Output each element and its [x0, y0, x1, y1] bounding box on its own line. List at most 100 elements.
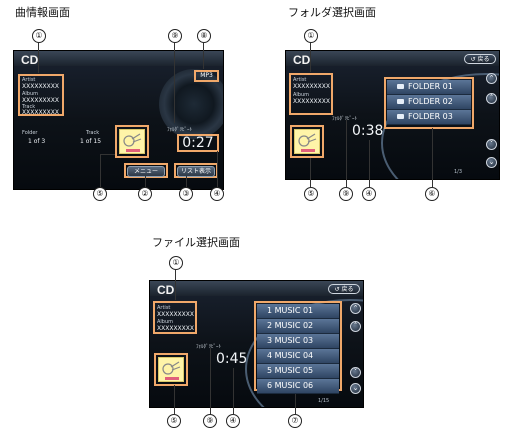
file-name: 2 MUSIC 02 [267, 321, 314, 330]
chevron-up-icon: ˄ [353, 322, 358, 330]
file-playback-time: 0:45 [216, 351, 248, 367]
callout-8: ⑧ [197, 29, 211, 43]
folder-list-item[interactable]: FOLDER 03 [387, 110, 471, 125]
scroll-down-button[interactable]: ˅ [350, 367, 361, 378]
file-album-art [158, 357, 184, 382]
format-badge-box: MP3 [194, 70, 219, 82]
folder-artist-label: Artist [293, 77, 307, 83]
folder-select-meta-box [289, 73, 333, 115]
track-label: Track [22, 104, 36, 110]
callout-3: ③ [179, 187, 193, 201]
folder-album-value: XXXXXXXXX [293, 98, 330, 105]
callout-5-line [310, 158, 311, 187]
playback-time: 0:27 [182, 135, 214, 151]
track-value: XXXXXXXXX [22, 109, 59, 116]
song-info-topbar [14, 51, 223, 66]
artist-value: XXXXXXXXX [22, 83, 59, 90]
chevron-down-icon: ˅ [489, 140, 494, 148]
folder-album-art-icon [298, 133, 317, 152]
song-info-cd-label: CD [21, 53, 39, 67]
scroll-bottom-button[interactable]: ⌄ [350, 383, 361, 394]
file-list-item[interactable]: 6 MUSIC 06 [257, 379, 339, 394]
callout-4-line [233, 368, 234, 414]
file-select-meta-box [153, 301, 197, 334]
back-arrow-icon: ↺ [470, 56, 476, 63]
folder-icon [397, 99, 404, 104]
callout-7-line [295, 394, 296, 414]
folder-list-item[interactable]: FOLDER 01 [387, 80, 471, 95]
song-info-meta-box [18, 74, 64, 116]
file-album-art-icon [162, 361, 181, 380]
callout-6-line [432, 128, 433, 187]
callout-9: ⑨ [203, 414, 217, 428]
list-view-button[interactable]: リスト表示 [177, 166, 215, 177]
chevron-double-up-icon: ⌃ [488, 74, 495, 82]
album-art [119, 129, 145, 154]
file-name: 3 MUSIC 03 [267, 336, 314, 345]
file-list-item[interactable]: 5 MUSIC 05 [257, 364, 339, 379]
callout-8-line [203, 43, 204, 69]
file-list-item[interactable]: 2 MUSIC 02 [257, 319, 339, 334]
callout-7: ⑦ [288, 414, 302, 428]
file-album-value: XXXXXXXXX [157, 325, 194, 332]
folder-repeat-label: ﾌｫﾙﾀﾞﾘﾋﾟｰﾄ [167, 127, 193, 133]
callout-5-line-h [100, 154, 115, 155]
folder-album-label: Album [293, 92, 310, 98]
scroll-top-button[interactable]: ⌃ [350, 303, 361, 314]
chevron-double-down-icon: ⌄ [352, 384, 359, 392]
scroll-bottom-button[interactable]: ⌄ [486, 157, 497, 168]
file-select-topbar [150, 281, 363, 296]
folder-repeat-label: ﾌｫﾙﾀﾞﾘﾋﾟｰﾄ [332, 116, 358, 122]
menu-button[interactable]: メニュー [127, 166, 165, 177]
file-select-section-title: ファイル選択画面 [152, 236, 240, 249]
chevron-double-up-icon: ⌃ [352, 304, 359, 312]
file-albumart-box [154, 353, 188, 386]
callout-9: ⑨ [168, 29, 182, 43]
callout-4: ④ [362, 187, 376, 201]
callout-4-line [217, 151, 218, 187]
album-label: Album [22, 91, 39, 97]
folder-artist-value: XXXXXXXXX [293, 83, 330, 90]
folder-select-screen: CD ↺ 戻る Artist XXXXXXXXX Album XXXXXXXXX… [285, 50, 500, 180]
callout-1: ① [304, 29, 318, 43]
chevron-double-down-icon: ⌄ [488, 158, 495, 166]
scroll-up-button[interactable]: ˄ [350, 321, 361, 332]
album-art-icon [123, 133, 142, 152]
file-list-item[interactable]: 1 MUSIC 01 [257, 304, 339, 319]
folder-value: 1 of 3 [28, 138, 46, 145]
folder-list-item[interactable]: FOLDER 02 [387, 95, 471, 110]
file-page-indicator: 1/15 [318, 398, 330, 404]
file-list-item[interactable]: 4 MUSIC 04 [257, 349, 339, 364]
callout-9-line [174, 43, 175, 123]
callout-6: ⑥ [425, 187, 439, 201]
file-select-screen: CD ↺ 戻る Artist XXXXXXXXX Album XXXXXXXXX… [149, 280, 364, 408]
callout-5: ⑤ [167, 414, 181, 428]
scroll-up-button[interactable]: ˄ [486, 93, 497, 104]
callout-1: ① [169, 256, 183, 270]
scroll-top-button[interactable]: ⌃ [486, 73, 497, 84]
callout-5-line [174, 385, 175, 414]
file-album-label: Album [157, 319, 174, 325]
back-button-label: 戻る [477, 56, 490, 63]
folder-playback-time: 0:38 [352, 123, 384, 139]
song-info-albumart-box [115, 125, 149, 158]
folder-albumart-box [290, 125, 324, 158]
file-list-item[interactable]: 3 MUSIC 03 [257, 334, 339, 349]
folder-list-box: FOLDER 01 FOLDER 02 FOLDER 03 [384, 77, 474, 129]
file-artist-value: XXXXXXXXX [157, 311, 194, 318]
callout-9-line [346, 120, 347, 187]
folder-select-section-title: フォルダ選択画面 [288, 6, 376, 19]
file-list-box: 1 MUSIC 01 2 MUSIC 02 3 MUSIC 03 4 MUSIC… [254, 301, 342, 394]
folder-select-back-button[interactable]: ↺ 戻る [464, 54, 496, 64]
song-info-section-title: 曲情報画面 [15, 6, 70, 19]
folder-select-topbar [286, 51, 499, 66]
callout-5-line [100, 154, 101, 187]
callout-2: ② [138, 187, 152, 201]
file-select-back-button[interactable]: ↺ 戻る [328, 284, 360, 294]
track-count-label: Track [86, 130, 100, 136]
list-button-box: リスト表示 [174, 163, 218, 178]
callout-1-line [310, 43, 311, 72]
folder-name: FOLDER 02 [408, 97, 453, 106]
callout-3-line [186, 176, 187, 187]
scroll-down-button[interactable]: ˅ [486, 139, 497, 150]
